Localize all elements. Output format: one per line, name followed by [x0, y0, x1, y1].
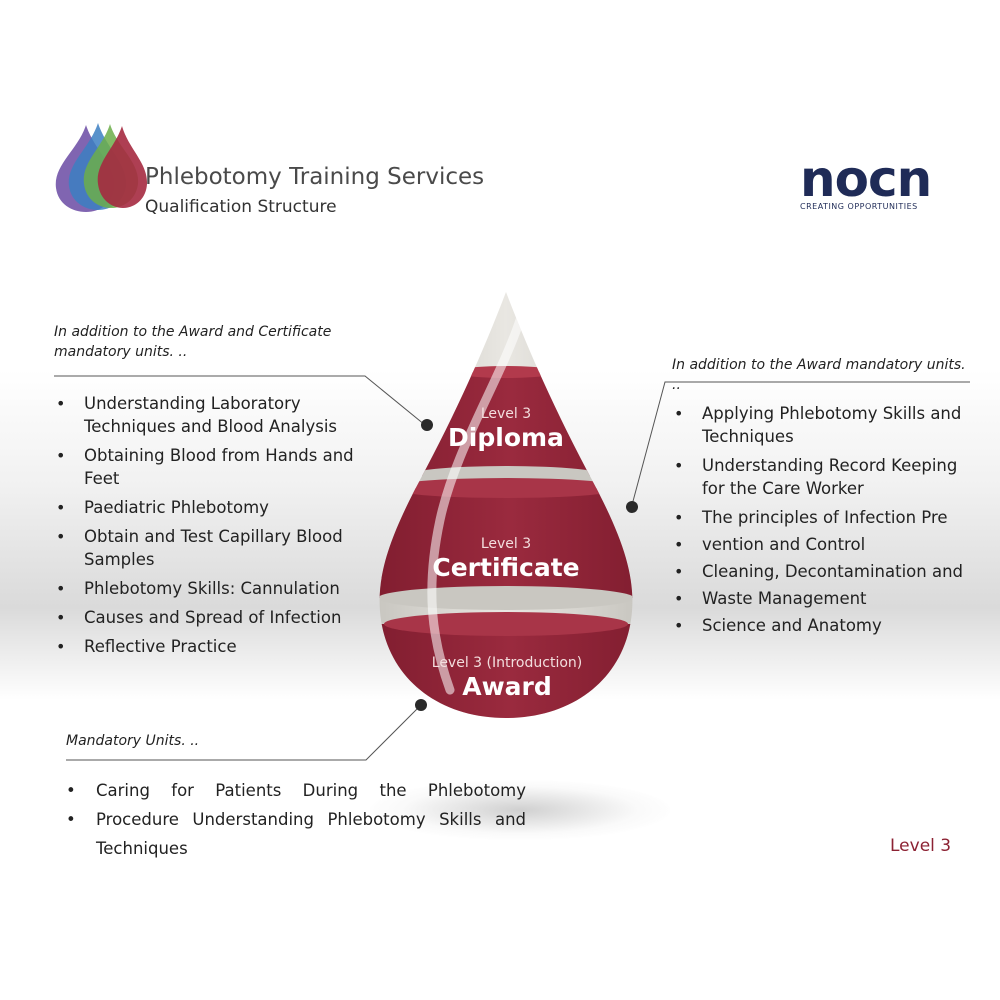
- list-item: Understanding Record Keeping for the Car…: [672, 454, 968, 500]
- list-item: Understanding Laboratory Techniques and …: [54, 392, 354, 438]
- list-item: Phlebotomy Skills: Cannulation: [54, 577, 354, 600]
- list-item: Reflective Practice: [54, 635, 354, 658]
- award-intro: Mandatory Units. ..: [66, 733, 200, 749]
- list-item: Science and Anatomy: [672, 614, 968, 637]
- certificate-intro: In addition to the Award mandatory units…: [672, 357, 966, 393]
- list-item: The principles of Infection Pre: [672, 506, 968, 529]
- certificate-connector: [626, 381, 970, 513]
- footer-level: Level 3: [890, 836, 952, 856]
- brand-title: Phlebotomy Training Services: [145, 164, 485, 190]
- certificate-level-label: Level 3: [481, 536, 531, 552]
- list-item: vention and Control: [672, 533, 968, 556]
- diploma-units-list: Understanding Laboratory Techniques and …: [54, 392, 354, 664]
- award-units-list: Caring for Patients During the Phlebotom…: [66, 776, 526, 863]
- phlebotomy-logo-icon: [55, 123, 148, 212]
- award-level-label: Level 3 (Introduction): [432, 655, 582, 671]
- brand-subtitle: Qualification Structure: [145, 197, 337, 217]
- award-connector: [66, 699, 427, 761]
- list-item: Applying Phlebotomy Skills and Technique…: [672, 402, 968, 448]
- diploma-connector: [54, 375, 433, 431]
- list-item: Obtain and Test Capillary Blood Samples: [54, 525, 354, 571]
- list-item: Waste Management: [672, 587, 968, 610]
- list-item: Cleaning, Decontamination and: [672, 560, 968, 583]
- award-name-label: Award: [462, 672, 552, 701]
- list-item: Techniques: [96, 839, 188, 858]
- list-item: Paediatric Phlebotomy: [54, 496, 354, 519]
- diploma-name-label: Diploma: [448, 423, 564, 452]
- certificate-band: [379, 488, 633, 598]
- nocn-logo-tagline: CREATING OPPORTUNITIES: [800, 202, 918, 211]
- list-item: Causes and Spread of Infection: [54, 606, 354, 629]
- certificate-units-list: Applying Phlebotomy Skills and Technique…: [672, 402, 968, 643]
- nocn-logo-word: nocn: [800, 150, 932, 208]
- diploma-intro: In addition to the Award and Certificate…: [54, 324, 332, 360]
- list-item: Caring for Patients During the Phlebotom…: [66, 776, 526, 805]
- list-item: Obtaining Blood from Hands and Feet: [54, 444, 354, 490]
- nocn-logo: nocn CREATING OPPORTUNITIES: [800, 150, 960, 211]
- list-item: Procedure Understanding Phlebotomy Skill…: [66, 805, 526, 834]
- certificate-name-label: Certificate: [432, 553, 579, 582]
- diploma-level-label: Level 3: [481, 406, 531, 422]
